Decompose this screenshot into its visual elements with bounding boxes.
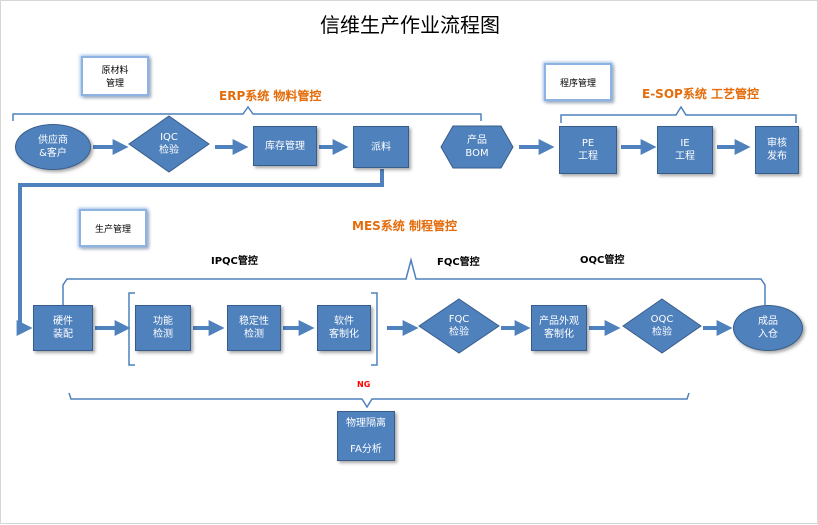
software-customization-node: 软件 客制化 [317, 305, 371, 351]
esop-brace [560, 105, 797, 123]
fqc-diamond-shape [418, 298, 500, 354]
function-test-node: 功能 检测 [135, 305, 191, 351]
appearance-customization-node: 产品外观 客制化 [531, 305, 587, 351]
test-group-bracket-right [371, 292, 378, 366]
materials-management-label: 原材料 管理 [81, 56, 149, 96]
iqc-diamond-shape [128, 115, 210, 173]
erp-brace [12, 105, 482, 121]
ie-engineering-node: IE 工程 [657, 126, 713, 174]
page-title: 信维生产作业流程图 [320, 13, 500, 37]
bom-hexagon-shape [440, 125, 514, 169]
oqc-diamond-shape [622, 298, 702, 354]
production-management-label: 生产管理 [79, 209, 147, 247]
oqc-inspection-node: OQC 检验 [650, 314, 674, 338]
inventory-management-node: 库存管理 [253, 126, 317, 166]
fqc-stage-label: FQC管控 [437, 257, 480, 268]
material-dispatch-node: 派料 [353, 126, 409, 168]
hardware-assembly-node: 硬件 装配 [33, 305, 93, 351]
fqc-inspection-node: FQC 检验 [448, 314, 470, 338]
stability-test-node: 稳定性 检测 [227, 305, 281, 351]
pe-engineering-node: PE 工程 [559, 126, 617, 174]
erp-system-title: ERP系统 物料管控 [219, 89, 322, 103]
iqc-inspection-node: IQC 检验 [159, 132, 179, 156]
ng-label: NG [357, 380, 371, 389]
physical-isolation-fa-node: 物理隔离 FA分析 [337, 411, 395, 461]
ipqc-stage-label: IPQC管控 [211, 256, 258, 267]
program-management-label: 程序管理 [544, 63, 612, 101]
ng-brace [68, 392, 690, 409]
finished-goods-warehouse-node: 成品 入仓 [733, 305, 803, 351]
esop-system-title: E-SOP系统 工艺管控 [642, 87, 759, 101]
mes-system-title: MES系统 制程管控 [352, 219, 457, 233]
supplier-customer-node: 供应商 &客户 [15, 124, 91, 170]
oqc-stage-label: OQC管控 [580, 255, 625, 266]
mes-brace [62, 257, 766, 305]
review-release-node: 审核 发布 [755, 126, 799, 174]
product-bom-node: 产品 BOM [465, 135, 489, 159]
arrow-dispatch-hardware [16, 169, 384, 336]
